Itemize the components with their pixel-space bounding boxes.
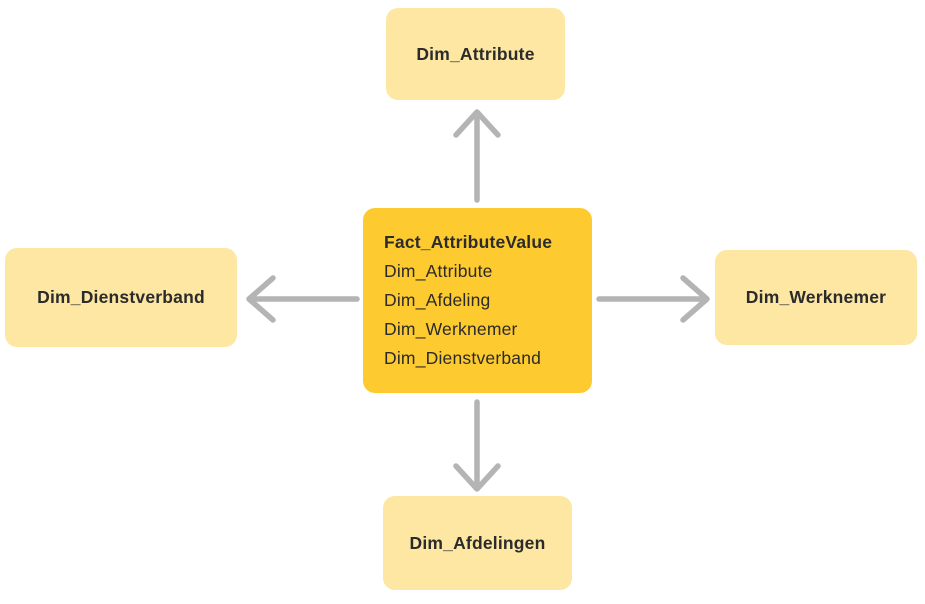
fact-field: Dim_Afdeling (384, 290, 491, 310)
fact-field: Dim_Attribute (384, 261, 493, 281)
node-dim-afdelingen: Dim_Afdelingen (383, 496, 572, 590)
fact-field: Dim_Werknemer (384, 319, 518, 339)
fact-field: Dim_Dienstverband (384, 348, 542, 368)
arrow-right-icon (596, 275, 710, 323)
node-dim-werknemer: Dim_Werknemer (715, 250, 917, 345)
arrow-up-icon (453, 109, 501, 203)
node-dim-dienstverband: Dim_Dienstverband (5, 248, 237, 347)
node-fact-attributevalue: Fact_AttributeValue Dim_Attribute Dim_Af… (363, 208, 592, 393)
node-label: Dim_Attribute (416, 43, 535, 64)
node-label: Dim_Dienstverband (37, 287, 205, 307)
node-label: Dim_Werknemer (745, 287, 887, 307)
arrow-left-icon (246, 275, 360, 323)
fact-table-title: Fact_AttributeValue (384, 232, 553, 252)
node-dim-attribute: Dim_Attribute (386, 8, 565, 100)
node-label: Dim_Afdelingen (409, 532, 546, 553)
arrow-down-icon (453, 399, 501, 492)
